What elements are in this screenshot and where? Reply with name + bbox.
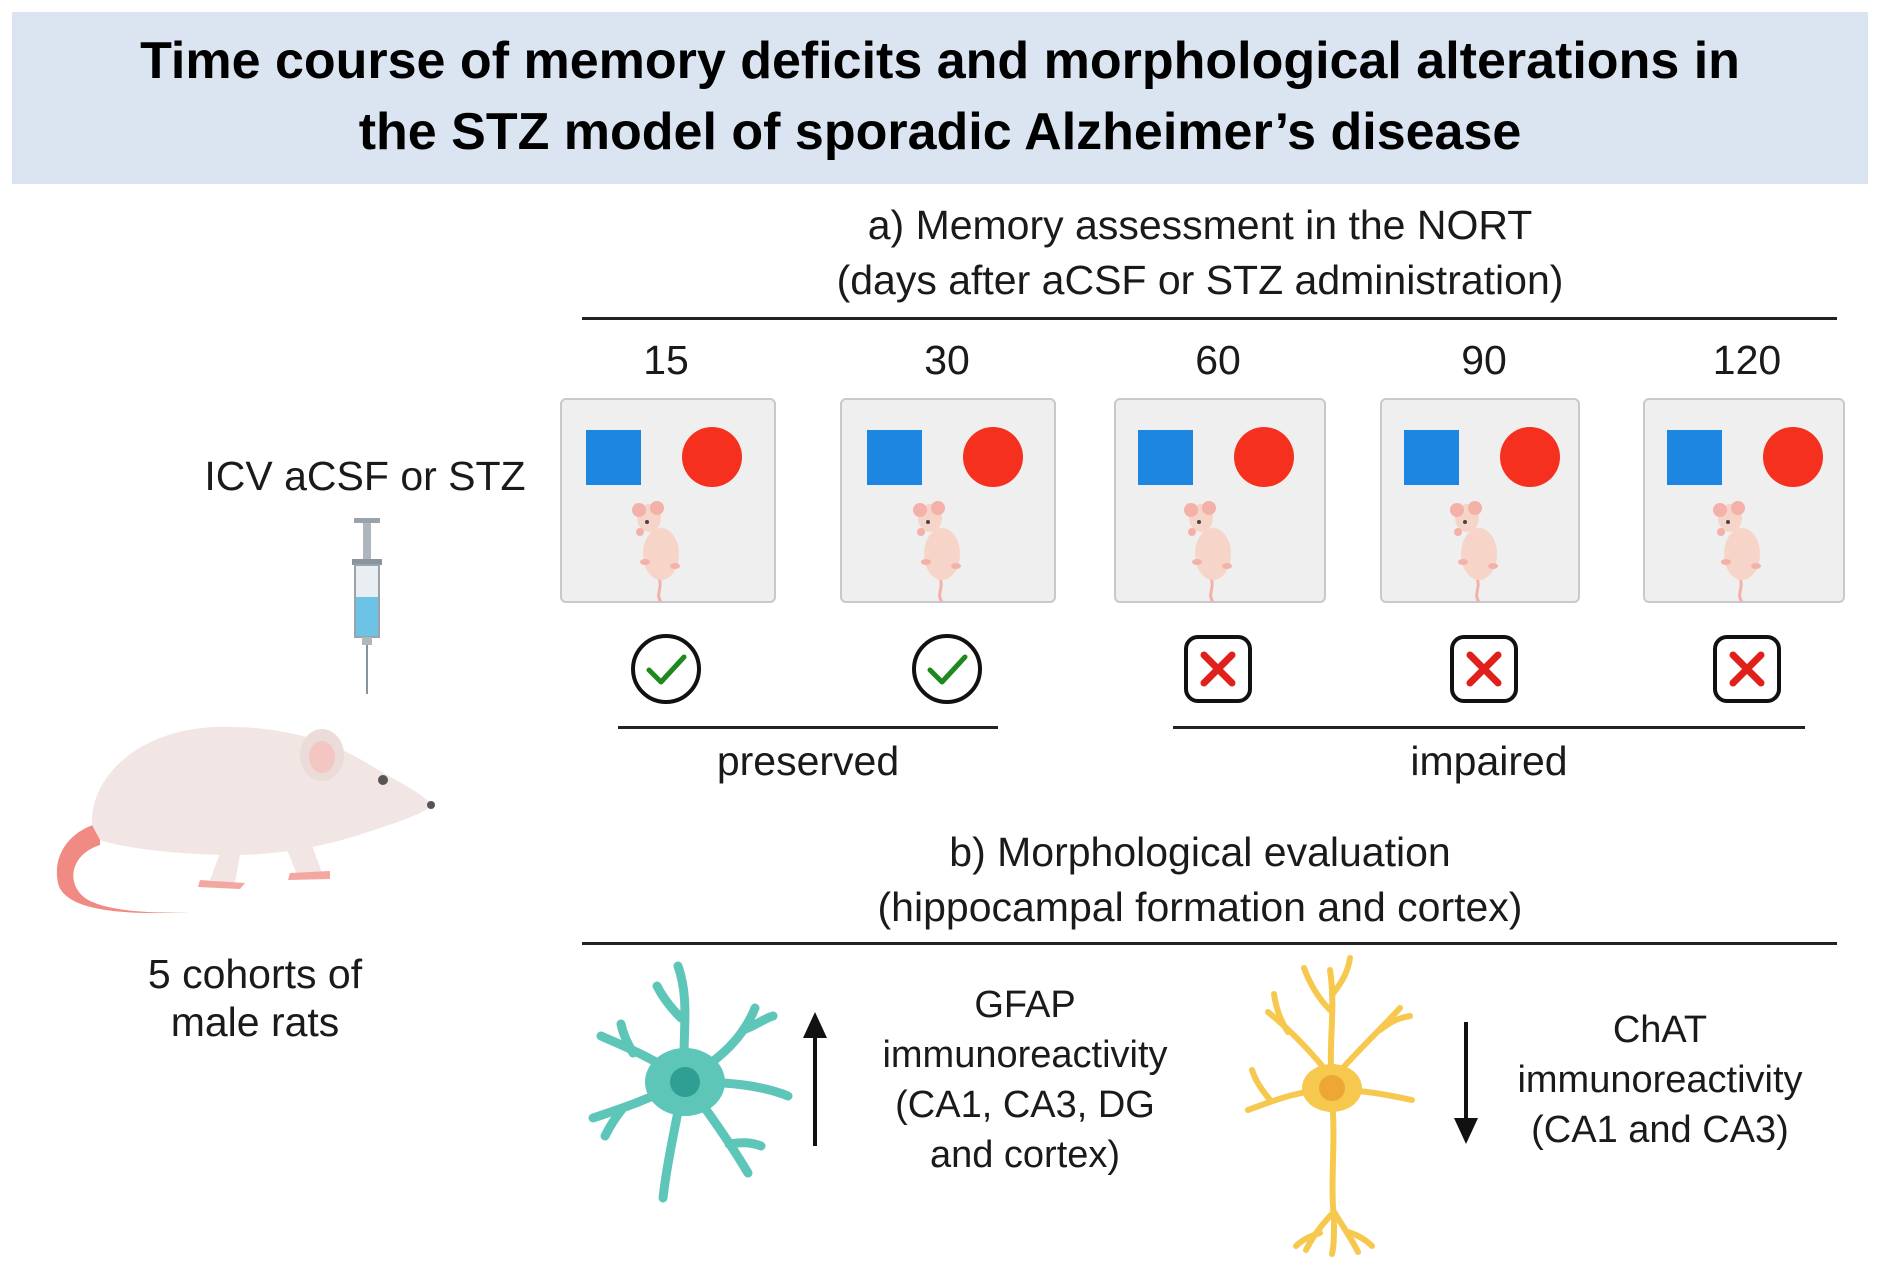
timepoint-day-60: 60: [1195, 337, 1241, 383]
chat-line-2: immunoreactivity: [1517, 1059, 1803, 1101]
mouse-icon: [632, 501, 680, 603]
check-icon: [631, 634, 701, 704]
morph-divider: [582, 942, 1837, 945]
preserved-bracket: [618, 726, 998, 729]
page-title: Time course of memory deficits and morph…: [12, 26, 1868, 168]
gfap-line-4: and cortex): [929, 1134, 1121, 1176]
gfap-line-3: (CA1, CA3, DG: [895, 1084, 1155, 1126]
timepoint-day-90: 90: [1461, 337, 1507, 383]
nort-arena: [560, 398, 776, 603]
gfap-line-1: GFAP: [974, 984, 1076, 1026]
mouse-icon: [1184, 501, 1232, 603]
nort-arena: [1114, 398, 1326, 603]
up-arrow-icon: [803, 1012, 827, 1146]
gfap-description: GFAP immunoreactivity (CA1, CA3, DG and …: [845, 980, 1205, 1180]
timepoint-day-120: 120: [1712, 337, 1782, 383]
impaired-bracket: [1173, 726, 1805, 729]
astrocyte-icon: [588, 961, 793, 1203]
morph-heading-line-1: b) Morphological evaluation: [949, 829, 1451, 875]
nort-arena: [1380, 398, 1580, 603]
neuron-icon: [1245, 955, 1415, 1257]
syringe-icon: [352, 518, 382, 694]
mouse-icon: [1450, 501, 1498, 603]
cross-icon: [1184, 635, 1252, 703]
nort-arena: [1643, 398, 1845, 603]
mouse-icon: [913, 501, 961, 603]
chat-line-3: (CA1 and CA3): [1531, 1109, 1789, 1151]
square-object: [1404, 430, 1459, 485]
square-object: [867, 430, 922, 485]
morph-heading-line-2: (hippocampal formation and cortex): [877, 884, 1523, 930]
cohort-line-2: male rats: [170, 999, 340, 1045]
title-line-2: the STZ model of sporadic Alzheimer’s di…: [358, 103, 1522, 161]
title-banner: [12, 12, 1868, 184]
circle-object: [1234, 427, 1294, 487]
morph-heading: b) Morphological evaluation (hippocampal…: [560, 825, 1840, 935]
circle-object: [1763, 427, 1823, 487]
chat-line-1: ChAT: [1612, 1009, 1708, 1051]
title-line-1: Time course of memory deficits and morph…: [140, 32, 1740, 90]
rat-illustration: [56, 726, 435, 913]
memory-divider: [582, 317, 1837, 320]
impaired-label: impaired: [1410, 738, 1568, 784]
chat-description: ChAT immunoreactivity (CA1 and CA3): [1495, 1005, 1825, 1155]
square-object: [1138, 430, 1193, 485]
cross-icon: [1713, 635, 1781, 703]
square-object: [1667, 430, 1722, 485]
circle-object: [1500, 427, 1560, 487]
mouse-icon: [1713, 501, 1761, 603]
check-icon: [912, 634, 982, 704]
memory-heading: a) Memory assessment in the NORT (days a…: [560, 198, 1840, 308]
gfap-line-2: immunoreactivity: [882, 1034, 1168, 1076]
circle-object: [682, 427, 742, 487]
timepoint-day-15: 15: [643, 337, 689, 383]
memory-heading-line-2: (days after aCSF or STZ administration): [836, 257, 1564, 303]
preserved-label: preserved: [716, 738, 900, 784]
timepoint-day-30: 30: [924, 337, 970, 383]
nort-arena: [840, 398, 1056, 603]
cohort-line-1: 5 cohorts of: [147, 951, 363, 997]
down-arrow-icon: [1454, 1022, 1478, 1144]
circle-object: [963, 427, 1023, 487]
square-object: [586, 430, 641, 485]
cross-icon: [1450, 635, 1518, 703]
cohort-label: 5 cohorts of male rats: [105, 950, 405, 1046]
injection-label: ICV aCSF or STZ: [204, 453, 526, 499]
memory-heading-line-1: a) Memory assessment in the NORT: [867, 202, 1533, 248]
